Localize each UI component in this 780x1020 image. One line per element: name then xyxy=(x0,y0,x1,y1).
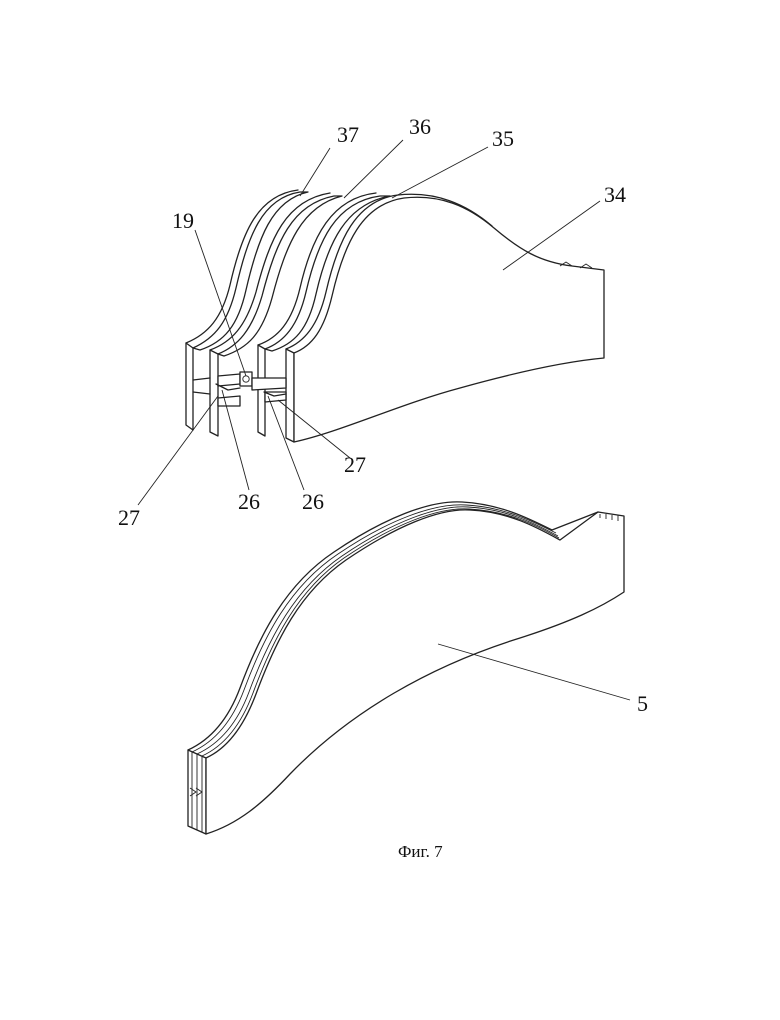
leader-37 xyxy=(300,148,330,196)
lower-assembly-5 xyxy=(188,502,630,834)
label-26-left: 26 xyxy=(238,489,260,514)
label-35: 35 xyxy=(492,126,514,151)
leader-27-left xyxy=(138,396,218,505)
leader-35 xyxy=(392,147,488,198)
leader-36 xyxy=(344,140,403,198)
label-36: 36 xyxy=(409,114,431,139)
label-27-left: 27 xyxy=(118,505,140,530)
label-5: 5 xyxy=(637,691,648,716)
label-26-right: 26 xyxy=(302,489,324,514)
upper-assembly xyxy=(138,140,604,505)
leader-5 xyxy=(438,644,630,700)
label-34: 34 xyxy=(604,182,626,207)
leader-34 xyxy=(503,201,600,270)
label-27-right: 27 xyxy=(344,452,366,477)
label-19: 19 xyxy=(172,208,194,233)
connector-region xyxy=(193,372,286,406)
figure-caption: Фиг. 7 xyxy=(398,842,443,861)
label-37: 37 xyxy=(337,122,359,147)
